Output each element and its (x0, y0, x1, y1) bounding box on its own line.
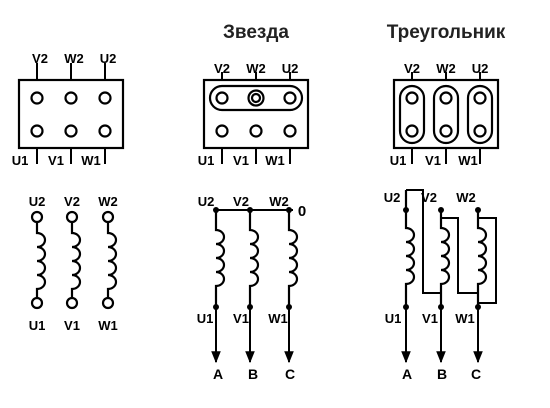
phase-a-label: A (402, 366, 412, 382)
separate-windings: U2 V2 W2 U1 V1 W1 (29, 194, 118, 333)
label-v2: V2 (214, 61, 230, 76)
label-u2: U2 (29, 194, 46, 209)
label-w1: W1 (455, 311, 475, 326)
terminal-v1 (64, 124, 78, 138)
title-star: Звезда (223, 22, 289, 43)
terminal-w2-inner (250, 92, 262, 104)
label-u1: U1 (198, 153, 215, 168)
phase-b-label: B (248, 366, 258, 382)
wire-v2-w1 (440, 210, 478, 294)
label-w1: W1 (458, 153, 478, 168)
coil-v-top-terminal (65, 210, 79, 224)
terminal-w1 (98, 124, 112, 138)
terminal-u1 (215, 124, 229, 138)
terminal-u2 (283, 91, 297, 105)
label-w1: W1 (268, 311, 288, 326)
label-u2: U2 (384, 190, 401, 205)
phase-a-label: A (213, 366, 223, 382)
label-w2: W2 (64, 51, 84, 66)
star-windings: U2 V2 W2 0 U1 V1 W1 A B C (197, 194, 306, 382)
wire-w2-u1 (477, 210, 497, 304)
label-v1: V1 (48, 153, 64, 168)
terminal-v2 (405, 91, 419, 105)
label-u2: U2 (472, 61, 489, 76)
wire-u2-v1 (406, 189, 441, 294)
label-w1: W1 (265, 153, 285, 168)
terminal-u1 (405, 124, 419, 138)
label-w2: W2 (456, 190, 476, 205)
label-v1: V1 (422, 311, 438, 326)
label-w2: W2 (436, 61, 456, 76)
label-u2: U2 (100, 51, 117, 66)
title-delta: Треугольник (387, 22, 506, 43)
delta-windings: U2 V2 W2 U1 V1 W1 A B C (384, 189, 497, 382)
coil-u (214, 210, 226, 307)
label-v2: V2 (421, 190, 437, 205)
terminal-u2 (98, 91, 112, 105)
label-u1: U1 (12, 153, 29, 168)
phase-b-label: B (437, 366, 447, 382)
terminal-box-star: V2 W2 U2 U1 V1 W1 (198, 61, 310, 168)
terminal-w2 (439, 91, 453, 105)
label-u2: U2 (198, 194, 215, 209)
terminal-box-delta: V2 W2 U2 U1 V1 W1 (390, 61, 500, 168)
terminal-v2 (30, 91, 44, 105)
label-v1: V1 (233, 153, 249, 168)
label-w2: W2 (269, 194, 289, 209)
label-w1: W1 (98, 318, 118, 333)
label-v1: V1 (64, 318, 80, 333)
terminal-v2 (215, 91, 229, 105)
neutral-label: 0 (298, 203, 306, 220)
coil-u (35, 222, 47, 298)
label-v2: V2 (64, 194, 80, 209)
label-v1: V1 (425, 153, 441, 168)
node-w2 (475, 207, 481, 213)
terminal-v1 (249, 124, 263, 138)
terminal-w2 (64, 91, 78, 105)
label-w1: W1 (81, 153, 101, 168)
terminal-box-plain: V2 W2 U2 U1 V1 W1 (12, 51, 125, 168)
node-v2 (438, 207, 444, 213)
label-v2: V2 (404, 61, 420, 76)
label-u1: U1 (385, 311, 402, 326)
coil-u-top-terminal (30, 210, 44, 224)
terminal-box (17, 78, 125, 150)
label-w2: W2 (246, 61, 266, 76)
coil-u (404, 190, 416, 307)
coil-v (248, 210, 260, 307)
label-u1: U1 (390, 153, 407, 168)
label-w2: W2 (98, 194, 118, 209)
coil-v (70, 222, 82, 298)
coil-w-top-terminal (101, 210, 115, 224)
phase-c-label: C (471, 366, 481, 382)
terminal-u1 (30, 124, 44, 138)
phase-c-label: C (285, 366, 295, 382)
terminal-u2 (473, 91, 487, 105)
terminal-v1 (439, 124, 453, 138)
label-u2: U2 (282, 61, 299, 76)
terminal-w1 (473, 124, 487, 138)
label-u1: U1 (29, 318, 46, 333)
coil-v-bottom-terminal (65, 296, 79, 310)
coil-w (476, 210, 488, 307)
node-u2 (403, 207, 409, 213)
coil-w (287, 210, 299, 307)
label-v2: V2 (233, 194, 249, 209)
label-v1: V1 (233, 311, 249, 326)
coil-w (106, 222, 118, 298)
coil-u-bottom-terminal (30, 296, 44, 310)
label-v2: V2 (32, 51, 48, 66)
coil-v (439, 210, 451, 307)
terminal-w1 (283, 124, 297, 138)
coil-w-bottom-terminal (101, 296, 115, 310)
label-u1: U1 (197, 311, 214, 326)
